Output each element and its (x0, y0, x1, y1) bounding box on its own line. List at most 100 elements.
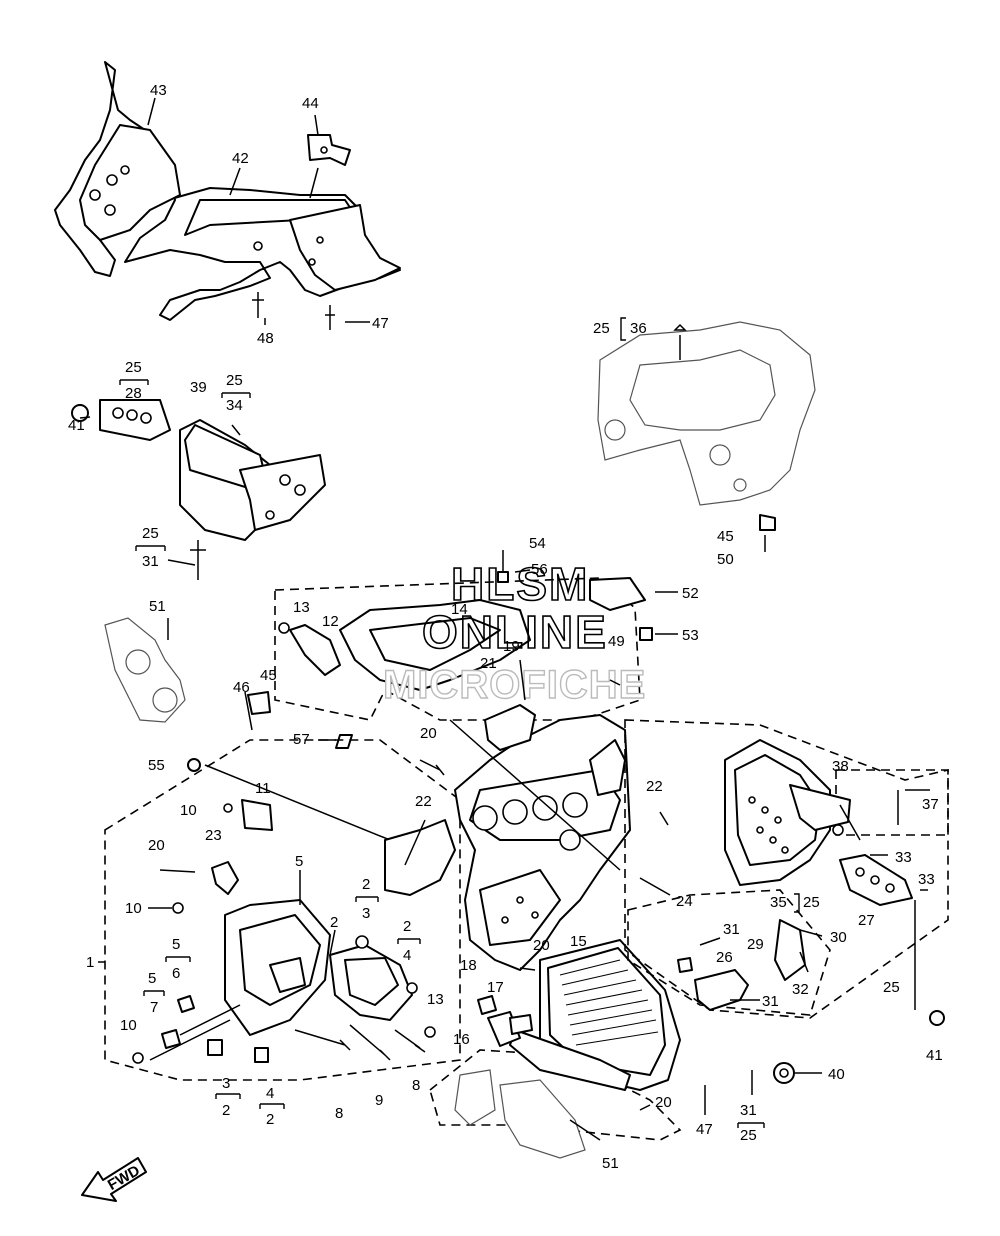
callout-11: 11 (255, 780, 271, 797)
callout-56: 56 (531, 561, 548, 578)
callout-53: 53 (682, 627, 699, 644)
callout-38: 38 (832, 758, 849, 775)
callout-47-bottom: 47 (696, 1121, 713, 1138)
callout-32: 32 (792, 981, 809, 998)
callout-25-b: 25 (125, 359, 142, 376)
callout-45-left: 45 (260, 667, 277, 684)
callout-20-bottom: 20 (655, 1094, 672, 1111)
callout-18: 18 (460, 957, 477, 974)
callout-7: 7 (150, 999, 158, 1016)
watermark-online: ONLINE (422, 606, 608, 658)
left-small-parts (148, 691, 391, 914)
callout-3-bottom: 3 (222, 1075, 230, 1092)
group-outline-right (624, 719, 949, 1019)
callout-5-top: 5 (295, 853, 303, 870)
callout-54: 54 (529, 535, 546, 552)
callout-25-d: 25 (142, 525, 159, 542)
callout-8-right: 8 (412, 1077, 420, 1094)
callout-25-e: 25 (803, 894, 820, 911)
left-shield (104, 617, 186, 723)
callout-14: 14 (451, 601, 468, 618)
callout-16: 16 (453, 1031, 470, 1048)
callout-29: 29 (747, 936, 764, 953)
callout-45-right: 45 (717, 528, 734, 545)
callout-22-right: 22 (646, 778, 663, 795)
main-center-frame (384, 659, 671, 971)
callout-36: 36 (630, 320, 647, 337)
callout-37: 37 (922, 796, 939, 813)
callout-25-f: 25 (883, 979, 900, 996)
callout-10-low: 10 (120, 1017, 137, 1034)
callout-33-a: 33 (895, 849, 912, 866)
callout-25-a: 25 (593, 320, 610, 337)
upper-frame-assembly (54, 61, 401, 330)
callout-17: 17 (487, 979, 504, 996)
callout-13-low: 13 (427, 991, 444, 1008)
callout-30: 30 (830, 929, 847, 946)
callout-8-left: 8 (335, 1105, 343, 1122)
callout-51-top: 51 (149, 598, 166, 615)
watermark-microfiche: MICROFICHE (383, 663, 646, 707)
callout-9: 9 (375, 1092, 383, 1109)
callout-31-a: 31 (142, 553, 159, 570)
radiator-assembly (454, 939, 681, 1159)
callout-51-bottom: 51 (602, 1155, 619, 1172)
callout-25-c: 25 (226, 372, 243, 389)
callout-2-center: 2 (330, 914, 338, 931)
callout-12: 12 (322, 613, 339, 630)
callout-28: 28 (125, 385, 142, 402)
callout-42: 42 (232, 150, 249, 167)
callout-6: 6 (172, 965, 180, 982)
callout-33-b: 33 (918, 871, 935, 888)
callout-41-left: 41 (68, 417, 85, 434)
forward-direction-arrow: FWD (81, 1157, 147, 1202)
callout-44: 44 (302, 95, 319, 112)
callout-2-top: 2 (362, 876, 370, 893)
callout-27: 27 (858, 912, 875, 929)
callout-57: 57 (293, 731, 310, 748)
callout-39: 39 (190, 379, 207, 396)
front-bracket-assembly (132, 870, 436, 1064)
callout-26: 26 (716, 949, 733, 966)
callout-22-left: 22 (415, 793, 432, 810)
callout-43: 43 (150, 82, 167, 99)
callout-15: 15 (570, 933, 587, 950)
group-outline-main (104, 739, 461, 1081)
callout-2-bottom-a: 2 (222, 1102, 230, 1119)
callout-48: 48 (257, 330, 274, 347)
callout-46: 46 (233, 679, 250, 696)
callout-3-top: 3 (362, 905, 370, 922)
callout-49: 49 (608, 633, 625, 650)
callout-47-top: 47 (372, 315, 389, 332)
callout-25-g: 25 (740, 1127, 757, 1144)
callout-5-mid: 5 (172, 936, 180, 953)
callout-40: 40 (828, 1066, 845, 1083)
callout-52: 52 (682, 585, 699, 602)
group-outline-radiator (429, 1049, 682, 1141)
rear-frame-ghost (597, 321, 816, 552)
callout-20-radiator: 20 (533, 937, 550, 954)
callout-10-upper: 10 (180, 802, 197, 819)
callout-1: 1 (86, 954, 94, 971)
callout-23: 23 (205, 827, 222, 844)
side-bracket-assembly (71, 399, 326, 580)
callout-50: 50 (717, 551, 734, 568)
callout-41-right: 41 (926, 1047, 943, 1064)
callout-10-mid: 10 (125, 900, 142, 917)
callout-2-right: 2 (403, 918, 411, 935)
group-outline-right-inner (627, 889, 831, 1016)
right-parts (677, 739, 945, 1115)
callout-4-right: 4 (403, 947, 411, 964)
callout-31-b: 31 (723, 921, 740, 938)
callout-31-d: 31 (740, 1102, 757, 1119)
callout-20-left: 20 (148, 837, 165, 854)
callout-2-bottom-b: 2 (266, 1111, 274, 1128)
callout-35: 35 (770, 894, 787, 911)
callout-4-bottom: 4 (266, 1085, 274, 1102)
callout-13-top: 13 (293, 599, 310, 616)
upper-support (278, 550, 678, 691)
callout-19: 19 (503, 638, 520, 655)
watermark-hlsm: HLSM (451, 558, 589, 610)
callout-20-center: 20 (420, 725, 437, 742)
